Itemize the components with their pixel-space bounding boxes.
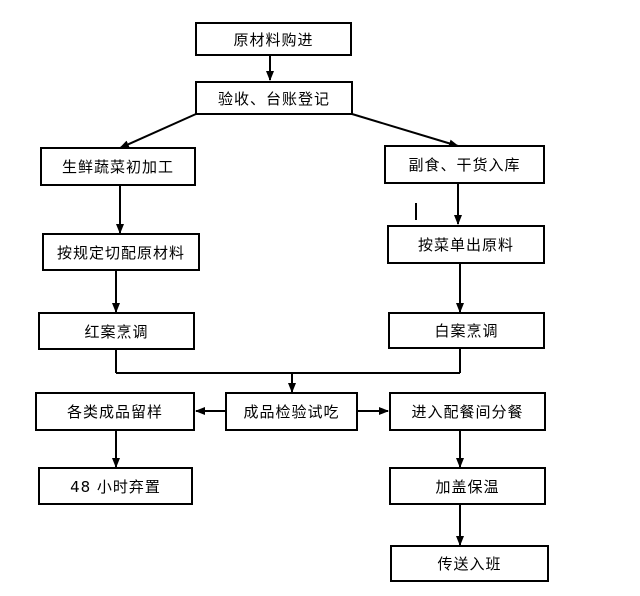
- node-white-cooking: 白案烹调: [388, 312, 545, 349]
- arrow-inspect-to-nonstaple: [351, 113, 459, 148]
- node-issue-by-menu: 按菜单出原料: [387, 225, 545, 264]
- node-sample-keep: 各类成品留样: [35, 392, 195, 431]
- node-inspect-taste: 成品检验试吃: [225, 392, 358, 431]
- node-cover-warm: 加盖保温: [389, 467, 546, 505]
- node-fresh-veg-processing: 生鲜蔬菜初加工: [40, 147, 196, 186]
- node-deliver-class: 传送入班: [390, 545, 549, 582]
- node-raw-material-purchase: 原材料购进: [195, 22, 352, 56]
- node-cut-by-rules: 按规定切配原材料: [42, 233, 200, 271]
- node-red-cooking: 红案烹调: [38, 312, 195, 350]
- node-inspect-register: 验收、台账登记: [195, 81, 353, 115]
- node-dispose-48h: 48 小时弃置: [38, 467, 193, 505]
- arrow-inspect-to-fresh: [119, 113, 197, 149]
- stray-vertical-mark: [415, 203, 417, 220]
- node-nonstaple-storage: 副食、干货入库: [384, 145, 545, 184]
- node-to-serving-room: 进入配餐间分餐: [389, 392, 546, 431]
